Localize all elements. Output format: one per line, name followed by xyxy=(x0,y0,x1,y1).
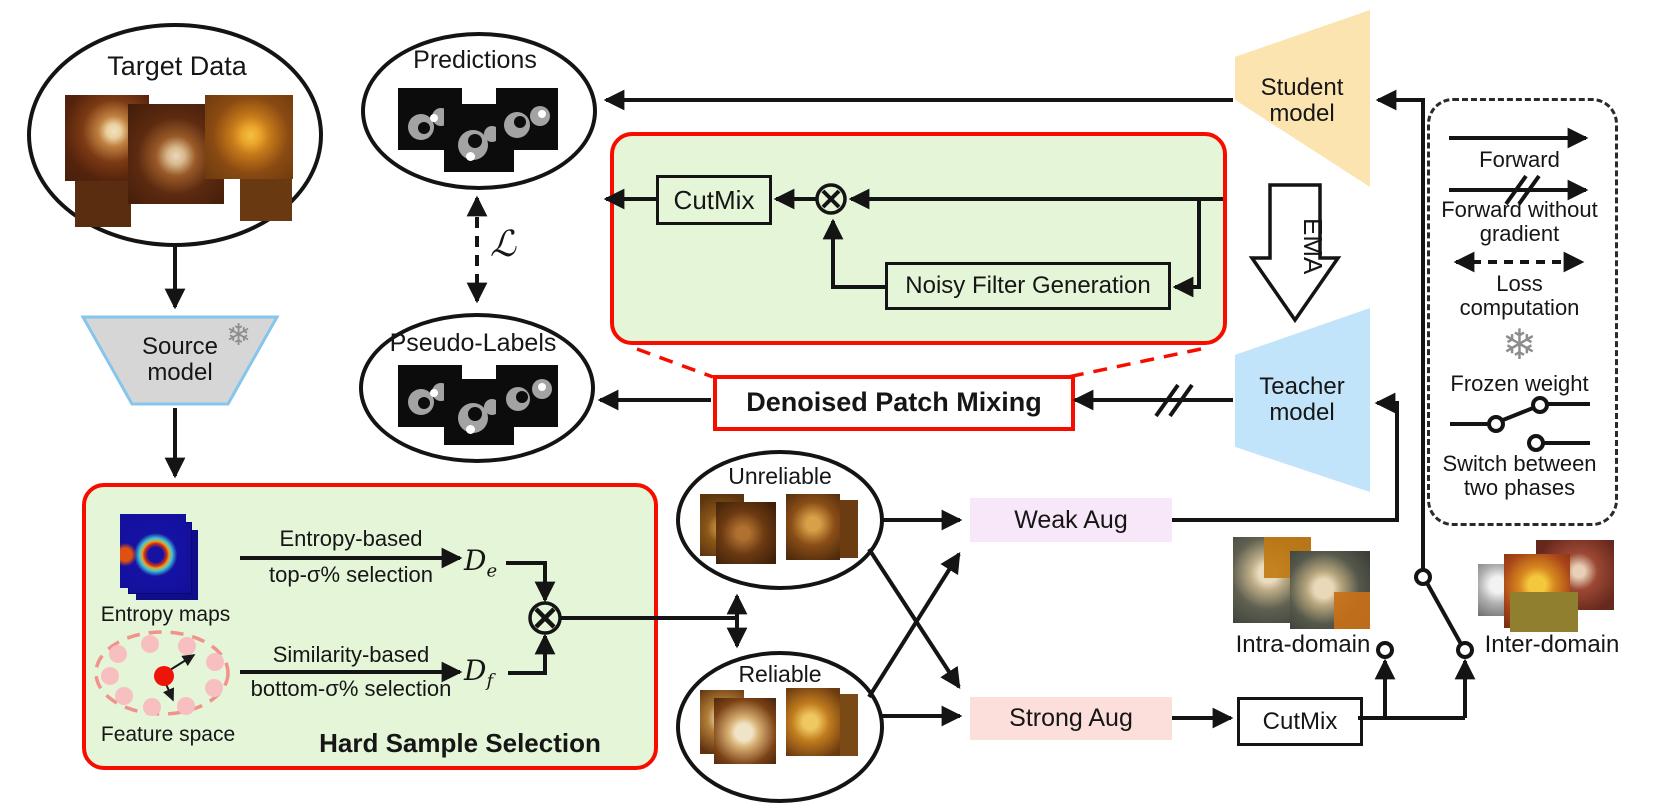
legend-frozen-weight-label: Frozen weight xyxy=(1450,371,1589,396)
pseudo-label-masks xyxy=(398,363,560,453)
predictions-label: Predictions xyxy=(413,46,537,74)
feature-space-label: Feature space xyxy=(100,723,236,746)
df-symbol: Df xyxy=(464,654,494,692)
entropy-selection-label-2: top-σ% selection xyxy=(269,562,433,587)
intra-domain-image xyxy=(1290,551,1370,629)
intra-terminal xyxy=(1376,641,1394,659)
unreliable-image xyxy=(716,502,776,564)
slash-no-grad xyxy=(1168,383,1194,418)
loss-symbol: ℒ xyxy=(490,224,516,265)
legend-snowflake-icon: ❄ xyxy=(1501,321,1538,368)
weak-aug-box: Weak Aug xyxy=(970,498,1172,542)
pseudo-labels-label: Pseudo-Labels xyxy=(389,329,557,357)
legend-forward-label: Forward xyxy=(1479,147,1560,172)
inter-domain-label: Inter-domain xyxy=(1484,631,1620,658)
strong-aug-box: Strong Aug xyxy=(970,697,1172,740)
legend-panel xyxy=(1427,98,1618,526)
unreliable-image xyxy=(786,494,840,560)
slash-no-grad xyxy=(1154,383,1180,418)
cutmix-aug-label: CutMix xyxy=(1262,707,1338,735)
entropy-maps-label: Entropy maps xyxy=(100,603,231,626)
target-fundus-image xyxy=(205,95,293,179)
de-symbol: De xyxy=(464,544,498,582)
dpm-cutmix-box: CutMix xyxy=(656,175,772,225)
ema-label: EMA xyxy=(1298,218,1328,275)
strong-aug-label: Strong Aug xyxy=(1009,704,1133,732)
source-model-trapezoid xyxy=(80,315,280,406)
similarity-selection-label-2: bottom-σ% selection xyxy=(250,676,452,701)
intra-domain-label: Intra-domain xyxy=(1235,631,1371,658)
ema-arrow: EMA xyxy=(1248,183,1342,324)
noisy-filter-generation-box: Noisy Filter Generation xyxy=(885,262,1171,310)
dpm-cutmix-label: CutMix xyxy=(673,184,755,215)
dpm-callout-right xyxy=(1067,347,1202,379)
entropy-map-image xyxy=(120,514,186,588)
target-fundus-image xyxy=(240,177,292,221)
hard-sample-selection-title: Hard Sample Selection xyxy=(319,728,601,758)
weak-aug-label: Weak Aug xyxy=(1014,505,1128,534)
switch-common-terminal xyxy=(1414,568,1432,586)
feature-space-illustration xyxy=(94,630,230,716)
prediction-masks xyxy=(398,86,560,176)
line-switch-to-student xyxy=(1375,89,1425,570)
inter-terminal xyxy=(1456,641,1474,659)
similarity-selection-label-1: Similarity-based xyxy=(272,642,430,667)
frozen-snowflake-icon: ❄ xyxy=(226,319,252,352)
target-fundus-image xyxy=(75,181,131,227)
line-switch-diagonal xyxy=(1425,582,1463,645)
reliable-image xyxy=(786,688,840,756)
inter-domain-image xyxy=(1510,592,1578,632)
denoised-patch-mixing-box: Denoised Patch Mixing xyxy=(713,375,1075,431)
dpm-detail-panel xyxy=(610,132,1227,345)
entropy-selection-label-1: Entropy-based xyxy=(279,526,423,551)
reliable-image xyxy=(714,698,776,764)
reliable-label: Reliable xyxy=(738,661,822,687)
cutmix-aug-box: CutMix xyxy=(1237,697,1363,746)
dpm-callout-left xyxy=(636,347,714,379)
denoised-patch-mixing-label: Denoised Patch Mixing xyxy=(746,387,1042,418)
noisy-filter-generation-label: Noisy Filter Generation xyxy=(905,272,1151,300)
unreliable-label: Unreliable xyxy=(728,463,832,489)
target-data-label: Target Data xyxy=(107,51,247,81)
